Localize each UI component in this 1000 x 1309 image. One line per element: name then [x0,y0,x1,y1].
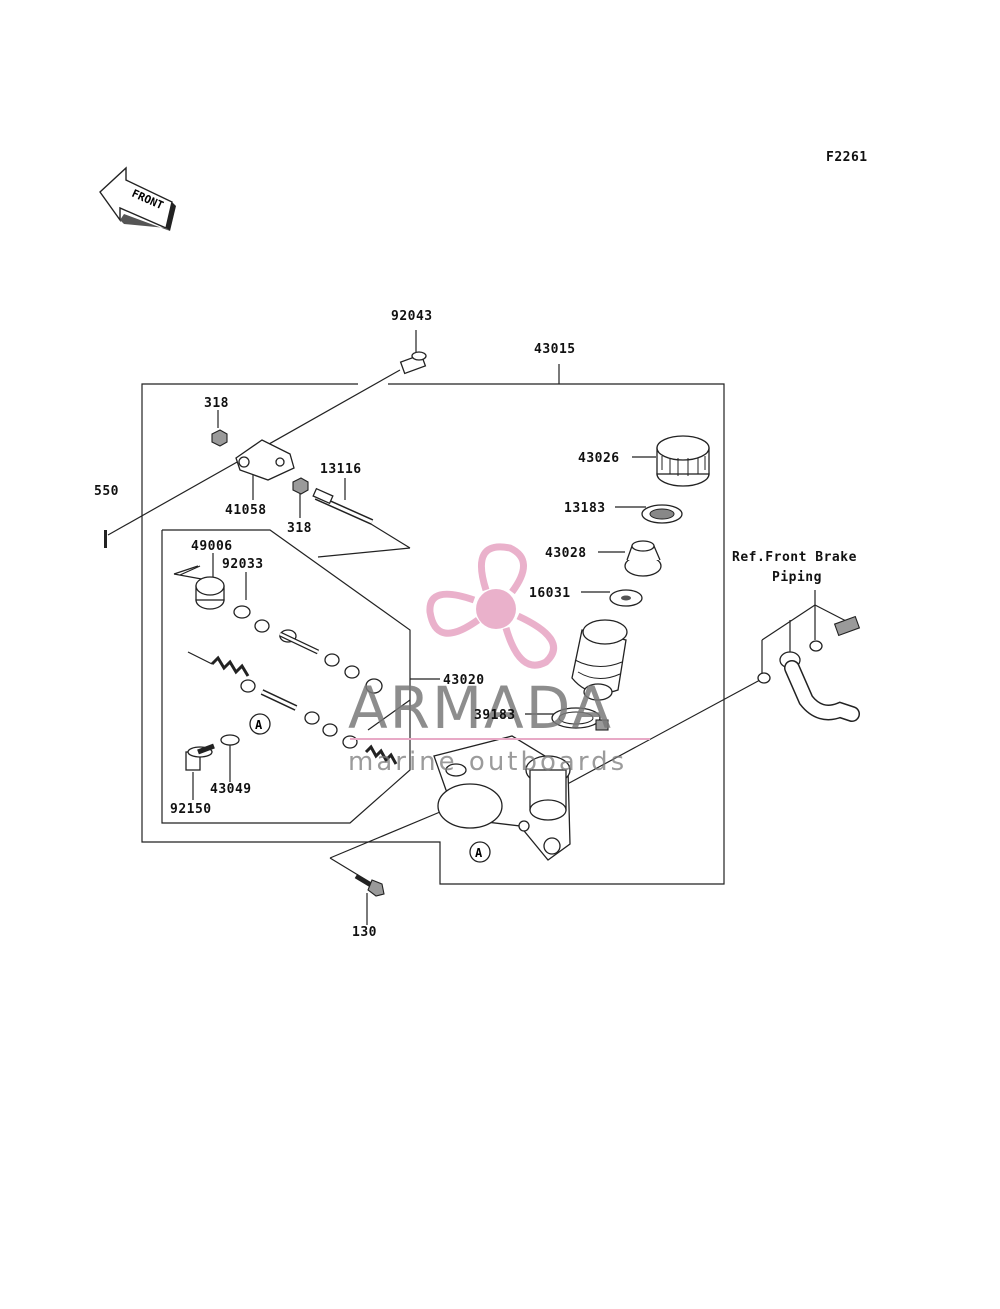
circlip-92033 [233,605,251,619]
assembly-outline-43015 [141,383,725,885]
callout-43020: 43020 [443,673,485,688]
kit-outline-43020 [161,529,411,824]
brake-piping-parts [757,615,861,722]
callout-550: 550 [94,484,119,499]
clevis-41058 [235,439,295,481]
cup-49006 [195,576,225,610]
callout-13116: 13116 [320,462,362,477]
nut-318-lower [292,477,309,495]
nut-318-upper [211,429,228,447]
leader-lines [107,330,849,925]
bolt-92150 [185,743,215,771]
callout-43026: 43026 [578,451,620,466]
callout-16031: 16031 [529,586,571,601]
bolt-130 [354,873,385,897]
marker-a-lower: A [469,841,491,863]
callout-318-upper: 318 [204,396,229,411]
figure-code: F2261 [826,150,868,165]
reservoir-body [571,619,628,701]
callout-43028: 43028 [545,546,587,561]
spring-lower [364,744,398,765]
marker-a-upper: A [249,713,271,735]
master-cylinder-body [433,735,571,861]
callout-92150: 92150 [170,802,212,817]
svg-text:A: A [255,718,263,732]
callout-13183: 13183 [564,501,606,516]
front-arrow-icon: FRONT [99,166,176,231]
reservoir-cap-43026 [656,435,710,487]
watermark-tagline: marine outboards [348,747,627,777]
push-rod-13116 [312,487,374,525]
callout-92033: 92033 [222,557,264,572]
callout-318-lower: 318 [287,521,312,536]
callout-43049: 43049 [210,782,252,797]
washer-43049 [220,734,240,746]
callout-49006: 49006 [191,539,233,554]
callout-39183: 39183 [474,708,516,723]
spring-upper [187,651,250,677]
callout-43015: 43015 [534,342,576,357]
clamp-39183 [551,707,609,731]
washer-16031 [609,589,643,607]
svg-text:A: A [475,846,483,860]
pin-550 [104,530,107,548]
plate-13183 [641,504,683,524]
reference-note-line1: Ref.Front Brake [732,550,857,565]
diaphragm-43028 [624,540,662,577]
callout-41058: 41058 [225,503,267,518]
kit-seals-upper [254,619,383,694]
bolt-92043 [399,351,427,375]
reference-note-line2: Piping [772,570,822,585]
callout-92043: 92043 [391,309,433,324]
callout-130: 130 [352,925,377,940]
watermark-logo-icon [426,543,558,669]
watermark-brand: ARMADA [348,674,613,742]
